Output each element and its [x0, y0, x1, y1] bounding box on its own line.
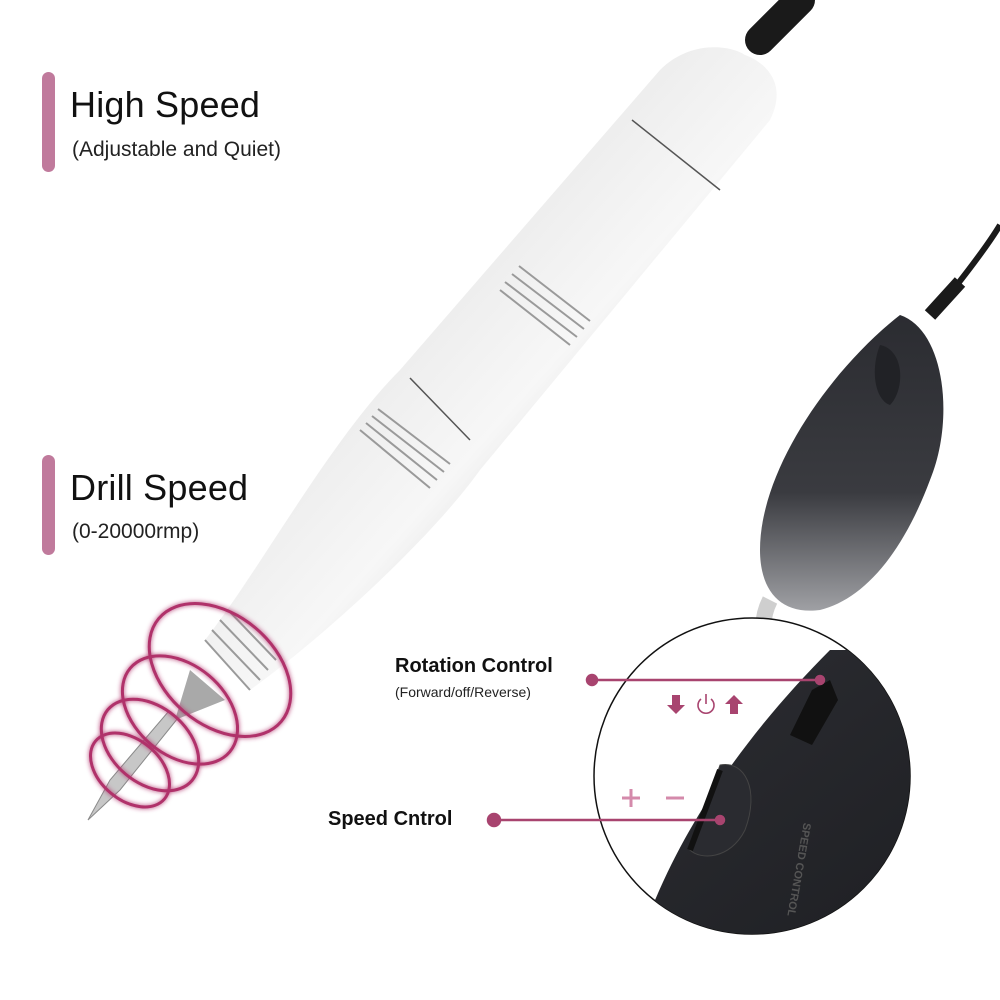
rotation-rings	[89, 602, 293, 809]
arrow-up-icon	[725, 695, 743, 714]
speed-icons	[622, 789, 684, 807]
callout-lines	[486, 673, 826, 828]
callout-speed-title: Speed Cntrol	[328, 808, 453, 830]
accent-bar	[42, 72, 55, 172]
zoom-lens: SPEED CONTROL	[593, 617, 911, 935]
speed-controller	[760, 315, 944, 611]
plus-icon	[622, 789, 640, 807]
feature-subtitle-high-speed: (Adjustable and Quiet)	[72, 138, 281, 161]
rotation-icons	[667, 694, 743, 714]
feature-subtitle-drill-speed: (0-20000rmp)	[72, 520, 200, 543]
drill-pen	[87, 47, 777, 821]
callout-rotation-subtitle: (Forward/off/Reverse)	[395, 684, 531, 700]
accent-bar	[42, 455, 55, 555]
power-icon	[697, 694, 715, 714]
arrow-down-icon	[667, 695, 685, 714]
feature-title-drill-speed: Drill Speed	[70, 467, 249, 508]
callout-rotation-title: Rotation Control	[395, 655, 553, 677]
feature-title-high-speed: High Speed	[70, 84, 261, 125]
